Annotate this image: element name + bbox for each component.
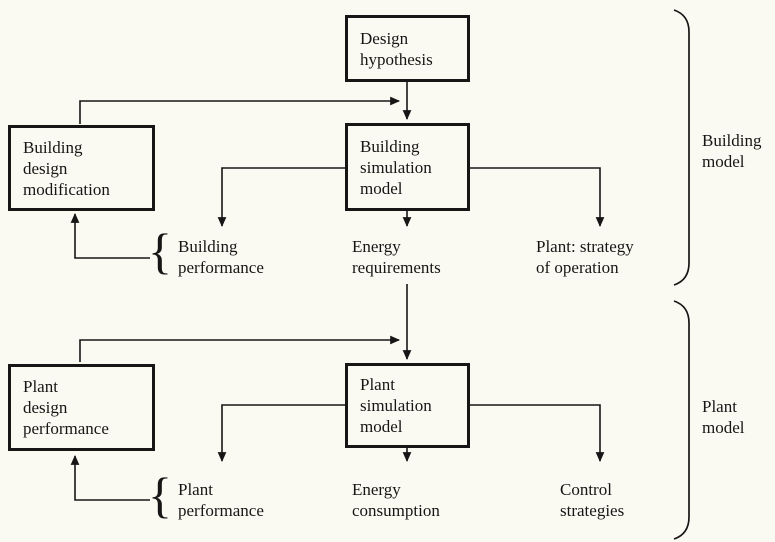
control-strategies-label: Control strategies xyxy=(560,480,625,520)
arrow-building-sim-to-building-performance xyxy=(217,167,345,228)
building-model-group-label: Building model xyxy=(702,131,762,171)
building-performance-brace-icon: { xyxy=(148,223,172,279)
building-design-modification-box: Building design modification xyxy=(8,125,155,211)
energy-consumption-label: Energy consumption xyxy=(352,480,440,520)
plant-model-group-label: Plant model xyxy=(702,397,745,437)
building-model-bracket-icon xyxy=(673,9,690,286)
building-simulation-model-box: Building simulation model xyxy=(345,123,470,211)
arrow-building-sim-to-plant-strategy xyxy=(470,167,605,228)
design-hypothesis-box: Design hypothesis xyxy=(345,15,470,82)
plant-strategy-of-operation-label: Plant: strategy of operation xyxy=(536,237,634,277)
energy-requirements-label: Energy requirements xyxy=(352,237,441,277)
arrow-plant-performance-to-design-performance xyxy=(70,454,150,501)
arrow-plant-performance-feedback-to-input xyxy=(79,335,401,362)
building-performance-label: Building performance xyxy=(178,237,264,277)
arrow-building-modification-feedback-to-input xyxy=(79,96,401,124)
plant-design-performance-box: Plant design performance xyxy=(8,364,155,451)
plant-performance-brace-icon: { xyxy=(148,467,172,523)
arrow-building-performance-to-modification xyxy=(70,212,150,259)
arrow-plant-sim-to-control-strategies xyxy=(470,404,605,463)
plant-model-bracket-icon xyxy=(673,300,690,540)
plant-simulation-model-box: Plant simulation model xyxy=(345,363,470,448)
arrow-plant-sim-to-plant-performance xyxy=(217,404,345,463)
plant-performance-label: Plant performance xyxy=(178,480,264,520)
